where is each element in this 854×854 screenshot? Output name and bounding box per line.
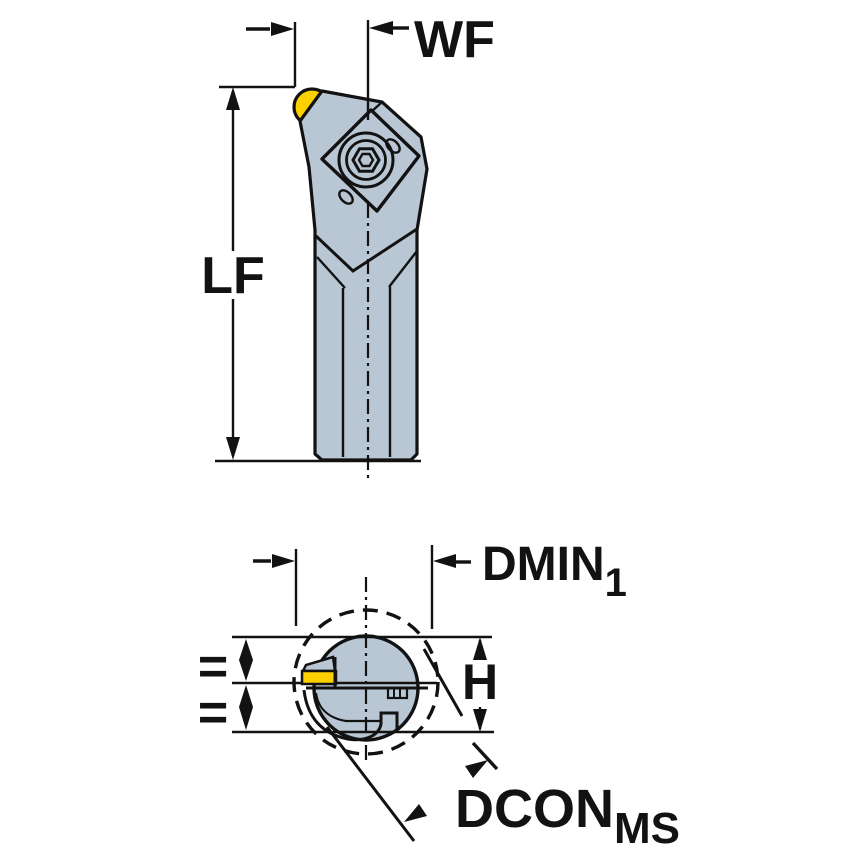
lf-arrow-up [226,87,240,110]
pocket-serration [386,686,409,700]
clamp-screw [337,131,395,189]
dcon-dimension [325,648,499,842]
dcon-label: DCONMS [455,779,680,853]
equal-mark-upper: = [198,638,228,696]
wf-dimension [219,20,409,120]
dmin-arrow-left [272,554,295,568]
pocket-scoop [302,689,399,742]
dmin-arrow-right [433,554,456,568]
dcon-arrow-upper [465,760,488,778]
lf-label: LF [201,247,265,305]
clamp-plate [320,108,421,213]
lf-dimension [215,87,421,463]
h-arrow-down [473,709,487,732]
pocket-scoop-inner [314,692,381,723]
equal-mark-lower: = [198,684,228,742]
pocket-clamp-wedge [300,655,337,673]
side-view: WF LF [201,11,495,478]
wf-arrow-left [271,22,294,36]
clamp-crease [370,102,382,113]
lf-arrow-down [226,437,240,460]
insert-section [300,669,338,686]
neck-lines [314,227,418,457]
dmin-label: DMIN1 [482,538,627,605]
h-label: H [462,654,498,710]
clamp-bumps [338,138,401,205]
dmin-dimension [253,545,471,629]
wf-arrow-right [369,21,393,35]
h-arrow-up [473,637,487,660]
wf-label: WF [414,11,495,69]
section-view: DMIN1 = = H DCONMS [198,538,680,853]
dcon-arrow-lower [404,804,427,822]
h-dimension [473,637,487,732]
insert-pocket [300,655,428,742]
equal-arrows [239,639,253,730]
